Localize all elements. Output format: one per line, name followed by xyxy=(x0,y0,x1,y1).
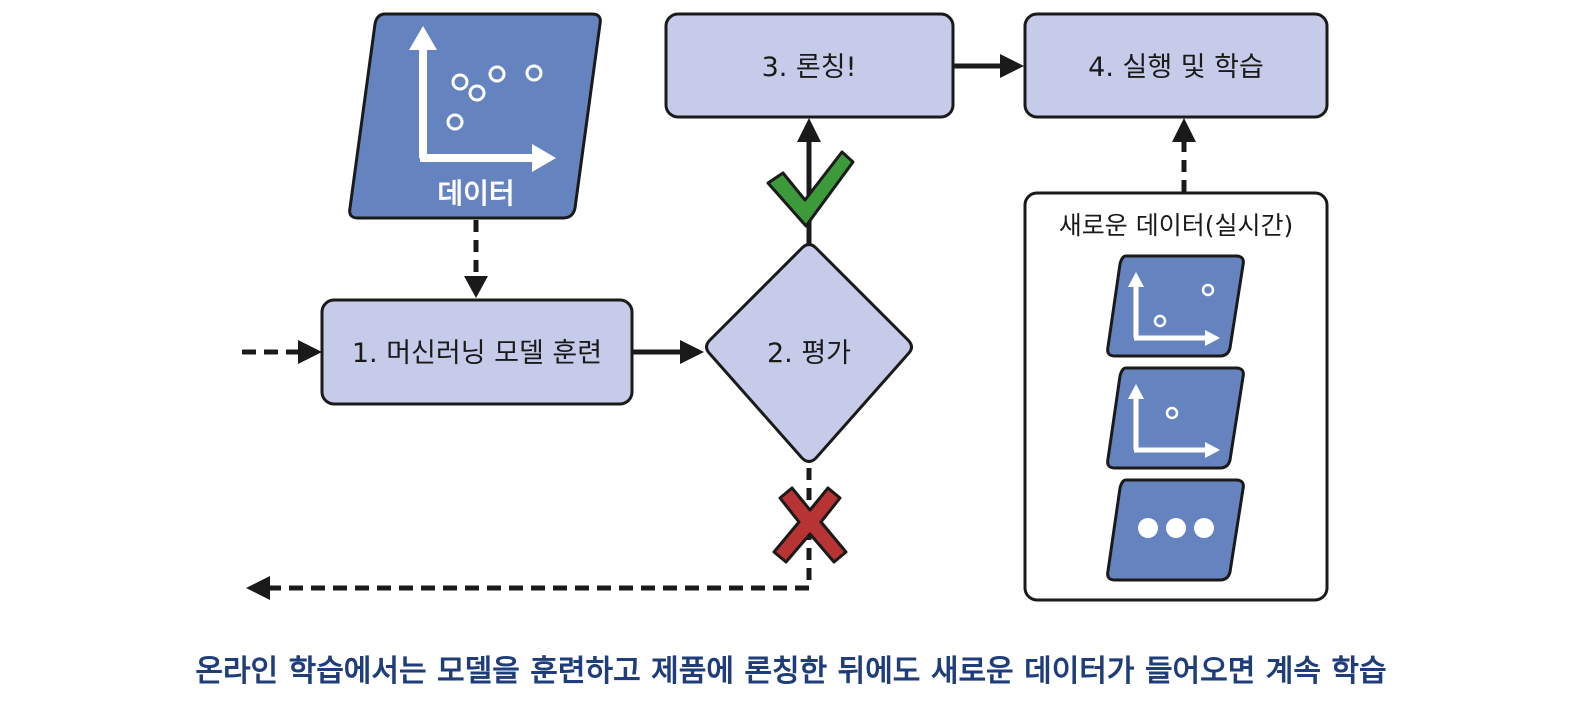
cross-icon xyxy=(772,486,848,564)
new-data-panel: 새로운 데이터(실시간) xyxy=(1023,191,1329,602)
data-source: 데이터 xyxy=(348,12,602,220)
new-data-card-2 xyxy=(1106,366,1245,470)
step3-label: 3. 론칭! xyxy=(762,52,857,83)
new-data-card-more xyxy=(1106,478,1245,582)
new-data-label: 새로운 데이터(실시간) xyxy=(1059,211,1293,240)
data-label: 데이터 xyxy=(437,177,514,210)
arrow-evaluation-to-launch xyxy=(797,118,821,244)
arrow-evaluation-fail-return xyxy=(246,468,812,600)
arrow-data-to-training xyxy=(464,220,488,298)
step3-launch-box: 3. 론칭! xyxy=(664,12,955,119)
arrow-launch-to-run xyxy=(953,54,1024,78)
check-icon xyxy=(766,150,855,228)
arrow-new-data-to-run xyxy=(1172,118,1196,192)
arrow-training-to-evaluation xyxy=(632,340,704,364)
step1-training-box: 1. 머신러닝 모델 훈련 xyxy=(320,298,634,406)
scatter-plot-icon xyxy=(409,26,556,172)
arrow-incoming xyxy=(242,340,322,364)
step4-run-learn-box: 4. 실행 및 학습 xyxy=(1023,12,1329,119)
figure-caption: 온라인 학습에서는 모델을 훈련하고 제품에 론칭한 뒤에도 새로운 데이터가 … xyxy=(195,654,1387,689)
new-data-card-1 xyxy=(1106,254,1245,358)
step4-label: 4. 실행 및 학습 xyxy=(1088,52,1264,83)
step2-label: 2. 평가 xyxy=(767,338,851,369)
step2-evaluation-diamond: 2. 평가 xyxy=(705,243,913,463)
step1-label: 1. 머신러닝 모델 훈련 xyxy=(352,338,602,369)
ellipsis-icon xyxy=(1138,518,1214,538)
